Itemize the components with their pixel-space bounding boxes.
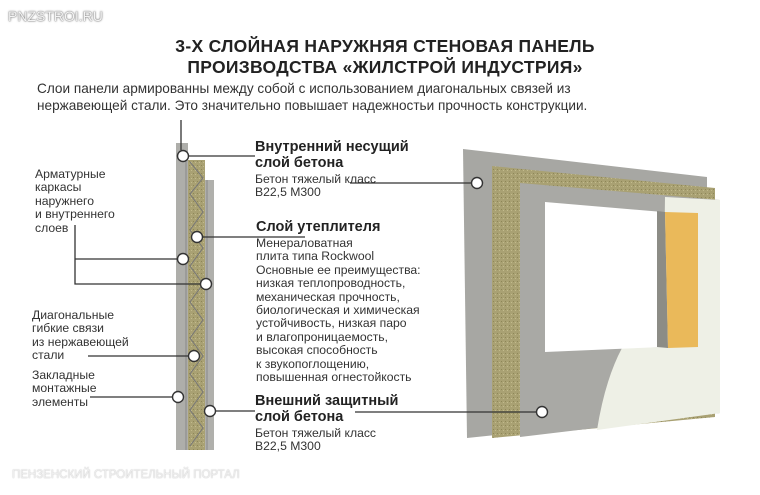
label-line: и влагопроницаемость, <box>256 329 389 344</box>
label-line: стали <box>32 348 65 363</box>
marker-rebar-inner <box>176 252 190 266</box>
watermark-bottom: ПЕНЗЕНСКИЙ СТРОИТЕЛЬНЫЙ ПОРТАЛ <box>12 469 240 481</box>
label-line: наружнего <box>35 193 94 208</box>
label-line: каркасы <box>35 180 82 195</box>
label-line: биологическая и химическая <box>256 303 420 318</box>
intro-line-1: Слои панели армированны между собой с ис… <box>37 81 571 96</box>
panel-cross-section <box>176 143 214 450</box>
watermark-top: PNZSTROI.RU <box>8 8 103 24</box>
marker-3d-outer <box>535 405 549 419</box>
label-line: монтажные <box>32 381 97 396</box>
label-line: устойчивость, низкая паро <box>256 316 407 331</box>
title-line-2: ПРОИЗВОДСТВА «ЖИЛСТРОЙ ИНДУСТРИЯ» <box>187 57 583 77</box>
label-outer-layer: Внешний защитный слой бетона Бетон тяжел… <box>255 393 399 454</box>
marker-rebar-outer <box>199 277 213 291</box>
label-line: гибкие связи <box>32 321 104 336</box>
label-line: элементы <box>32 394 89 409</box>
label-inner-layer: Внутренний несущий слой бетона Бетон тяж… <box>255 139 409 200</box>
marker-circles <box>171 149 549 419</box>
label-line: и внутреннего <box>35 207 115 222</box>
label-line: плита типа Rockwool <box>256 249 375 264</box>
leader-lines <box>74 120 536 413</box>
marker-ties <box>187 349 201 363</box>
label-line: Основные ее преимущества: <box>256 262 421 277</box>
marker-outer-layer <box>203 404 217 418</box>
label-line: низкая теплопроводность, <box>256 276 406 291</box>
marker-inner-layer <box>176 149 190 163</box>
marker-3d-inner <box>470 176 484 190</box>
panel-3d-render <box>463 149 720 438</box>
label-line: Менераловатная <box>256 236 353 250</box>
label-line: из нержавеющей <box>32 334 129 349</box>
intro-line-2: нержавеющей стали. Это значительно повыш… <box>37 98 588 113</box>
title-line-1: 3-Х СЛОЙНАЯ НАРУЖНЯЯ СТЕНОВАЯ ПАНЕЛЬ <box>175 36 595 56</box>
label-line: Закладные <box>32 368 95 382</box>
label-line: слоев <box>35 220 69 235</box>
label-line: Диагональные <box>32 308 115 322</box>
label-line: высокая способность <box>256 343 378 358</box>
label-line: к звукопоглощению, <box>256 356 370 371</box>
marker-embedded <box>171 390 185 404</box>
label-line: механическая прочность, <box>256 289 400 304</box>
label-line: повышенная огнестойкость <box>256 370 412 385</box>
label-line: Арматурные <box>35 167 106 181</box>
marker-insulation <box>190 230 204 244</box>
